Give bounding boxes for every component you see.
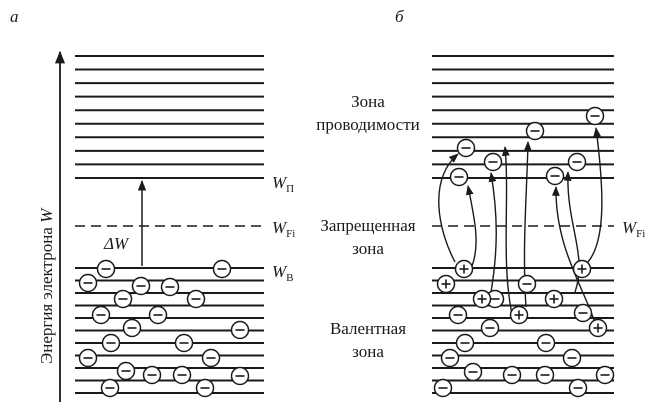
transition-arrow (438, 153, 459, 263)
electron-particle (116, 361, 136, 381)
electron-particle (562, 348, 582, 368)
fermi-label-a: WFi (272, 218, 295, 240)
electron-particle (480, 318, 500, 338)
electron-particle (525, 121, 545, 141)
hole-particle (588, 318, 608, 338)
conduction-zone-label-1: Зона (351, 92, 385, 111)
electron-particle (455, 333, 475, 353)
electron-particle (91, 305, 111, 325)
electron-particle (174, 333, 194, 353)
hole-particle (572, 259, 592, 279)
panel-label-a: а (10, 7, 19, 26)
electron-particle (101, 333, 121, 353)
electron-particle (535, 365, 555, 385)
valence-zone-label-2: зона (352, 342, 384, 361)
electron-particle (448, 305, 468, 325)
axis-label: Энергия электрона W (37, 207, 56, 364)
panel-label-b: б (395, 7, 404, 26)
electron-particle (573, 303, 593, 323)
electron-particle (148, 305, 168, 325)
electron-particle (230, 320, 250, 340)
electron-particle (483, 152, 503, 172)
electron-particle (440, 348, 460, 368)
electron-particle (160, 277, 180, 297)
electron-particle (122, 318, 142, 338)
electron-particle (567, 152, 587, 172)
gap-label: ΔW (103, 234, 130, 253)
transition-arrow (501, 146, 515, 323)
electron-particle (78, 273, 98, 293)
fermi-label-b: WFi (622, 218, 645, 240)
conduction-zone-label-2: проводимости (316, 115, 420, 134)
electron-particle (456, 138, 476, 158)
electron-particle (230, 366, 250, 386)
electron-particle (536, 333, 556, 353)
hole-particle (454, 259, 474, 279)
hole-particle (472, 289, 492, 309)
electron-particle (78, 348, 98, 368)
electron-particle (545, 166, 565, 186)
electron-particle (463, 362, 483, 382)
valence-zone-label-1: Валентная (330, 319, 406, 338)
electron-particle (517, 274, 537, 294)
electron-particle (212, 259, 232, 279)
transition-arrow (465, 185, 477, 267)
electron-particle (585, 106, 605, 126)
energy-levels-b (432, 55, 614, 394)
transition-arrow (488, 172, 497, 293)
electron-particle (433, 378, 453, 398)
electron-particle (595, 365, 615, 385)
electron-particle (502, 365, 522, 385)
electron-particle (201, 348, 221, 368)
electron-particle (195, 378, 215, 398)
conduction-edge-label: WП (272, 173, 294, 195)
electron-particle (131, 276, 151, 296)
hole-particle (544, 289, 564, 309)
electron-particle (142, 365, 162, 385)
transition-arrow (587, 127, 603, 263)
hole-particle (509, 305, 529, 325)
electron-particle (172, 365, 192, 385)
valence-edge-label: WВ (272, 262, 294, 284)
electron-particle (186, 289, 206, 309)
electron-particle (568, 378, 588, 398)
hole-particle (436, 274, 456, 294)
electron-particle (449, 167, 469, 187)
electron-particle (96, 259, 116, 279)
electron-particle (100, 378, 120, 398)
forbidden-zone-label-1: Запрещенная (320, 216, 415, 235)
electron-particle (113, 289, 133, 309)
forbidden-zone-label-2: зона (352, 239, 384, 258)
particles (78, 106, 615, 398)
